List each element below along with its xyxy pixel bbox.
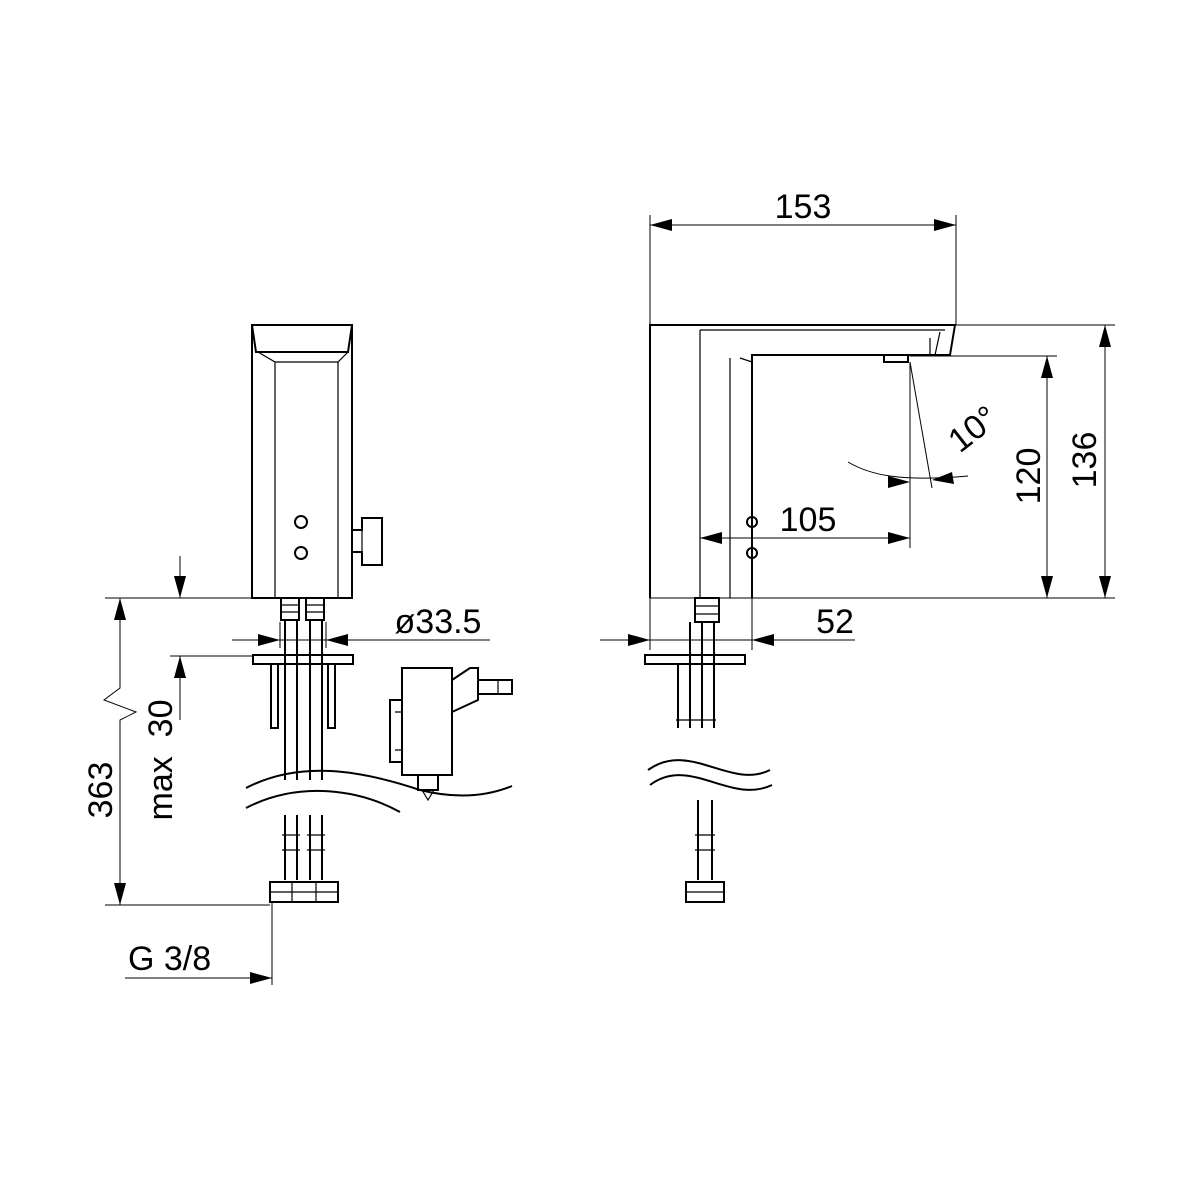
sensor-dot-lower bbox=[294, 546, 308, 560]
dim-diameter-label: ø33.5 bbox=[395, 603, 482, 641]
dim-136-label: 136 bbox=[1066, 432, 1104, 489]
side-hose-nut bbox=[685, 881, 725, 903]
side-faucet-body bbox=[649, 324, 957, 598]
dim-363-label: 363 bbox=[82, 762, 120, 819]
dim-105-label: 105 bbox=[780, 501, 837, 539]
dim-52-label: 52 bbox=[816, 603, 854, 641]
side-view bbox=[644, 324, 957, 903]
side-break-line bbox=[647, 759, 771, 776]
front-faucet-body bbox=[251, 324, 353, 599]
dim-angle-label: 10° bbox=[941, 399, 1005, 461]
dim-153-label: 153 bbox=[775, 188, 832, 226]
front-faucet-top-cap bbox=[250, 324, 354, 353]
sensor-dot-upper bbox=[294, 515, 308, 529]
dim-thread-label: G 3/8 bbox=[128, 940, 211, 978]
front-fitting-right bbox=[305, 597, 325, 621]
spout-outlet bbox=[883, 355, 909, 363]
dimension-lines bbox=[102, 215, 1115, 985]
front-hoses-lower bbox=[284, 815, 323, 880]
front-hose-nut bbox=[269, 881, 339, 903]
side-fitting bbox=[694, 597, 720, 623]
front-fitting-left bbox=[280, 597, 300, 621]
side-mounting-plate bbox=[644, 654, 746, 665]
power-adapter bbox=[389, 667, 513, 802]
dim-120-label: 120 bbox=[1010, 448, 1048, 505]
front-break-line bbox=[245, 769, 513, 797]
front-hoses-upper bbox=[284, 620, 323, 780]
temperature-knob bbox=[351, 517, 383, 566]
dim-max30-label: max 30 bbox=[142, 700, 180, 821]
front-view bbox=[245, 324, 513, 903]
front-mounting-plate bbox=[252, 654, 354, 665]
